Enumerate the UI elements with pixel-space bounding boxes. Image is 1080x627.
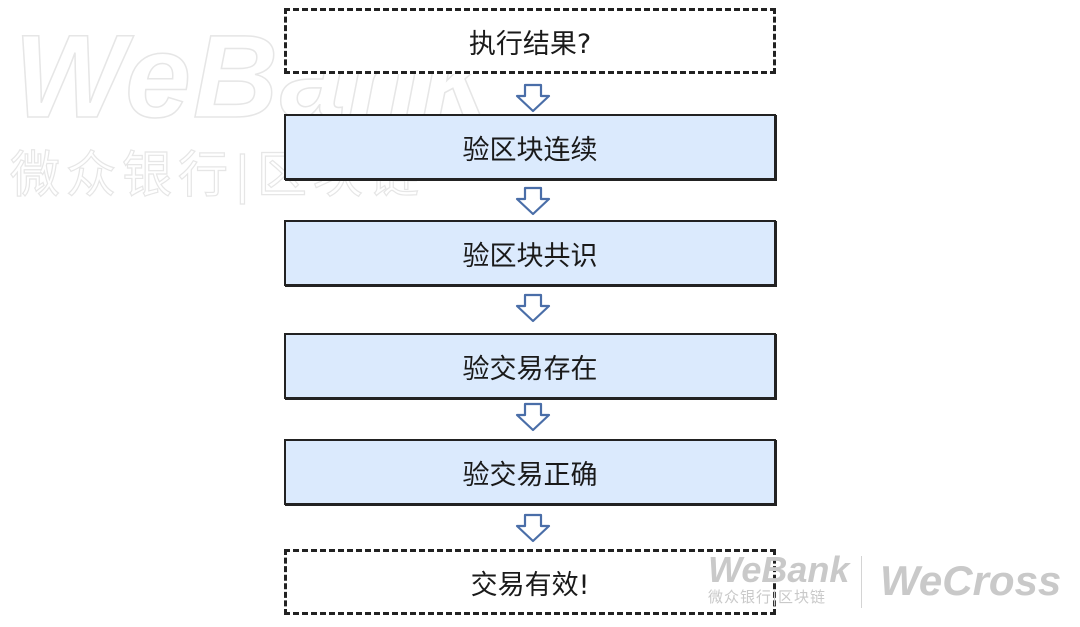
logo-divider bbox=[861, 556, 862, 608]
down-arrow-icon bbox=[515, 186, 551, 216]
start-node: 执行结果? bbox=[284, 8, 776, 74]
down-arrow-icon bbox=[515, 513, 551, 543]
down-arrow-icon bbox=[515, 83, 551, 113]
step-tx-existence: 验交易存在 bbox=[284, 333, 776, 399]
step-block-continuity: 验区块连续 bbox=[284, 114, 776, 180]
wecross-logo: WeCross bbox=[880, 557, 1062, 604]
step-block-consensus: 验区块共识 bbox=[284, 220, 776, 286]
step-tx-correctness: 验交易正确 bbox=[284, 439, 776, 505]
webank-logo-subtitle: 微众银行|区块链 bbox=[708, 588, 827, 606]
down-arrow-icon bbox=[515, 293, 551, 323]
down-arrow-icon bbox=[515, 402, 551, 432]
webank-logo: WeBank bbox=[708, 549, 850, 590]
end-node: 交易有效! bbox=[284, 549, 776, 615]
